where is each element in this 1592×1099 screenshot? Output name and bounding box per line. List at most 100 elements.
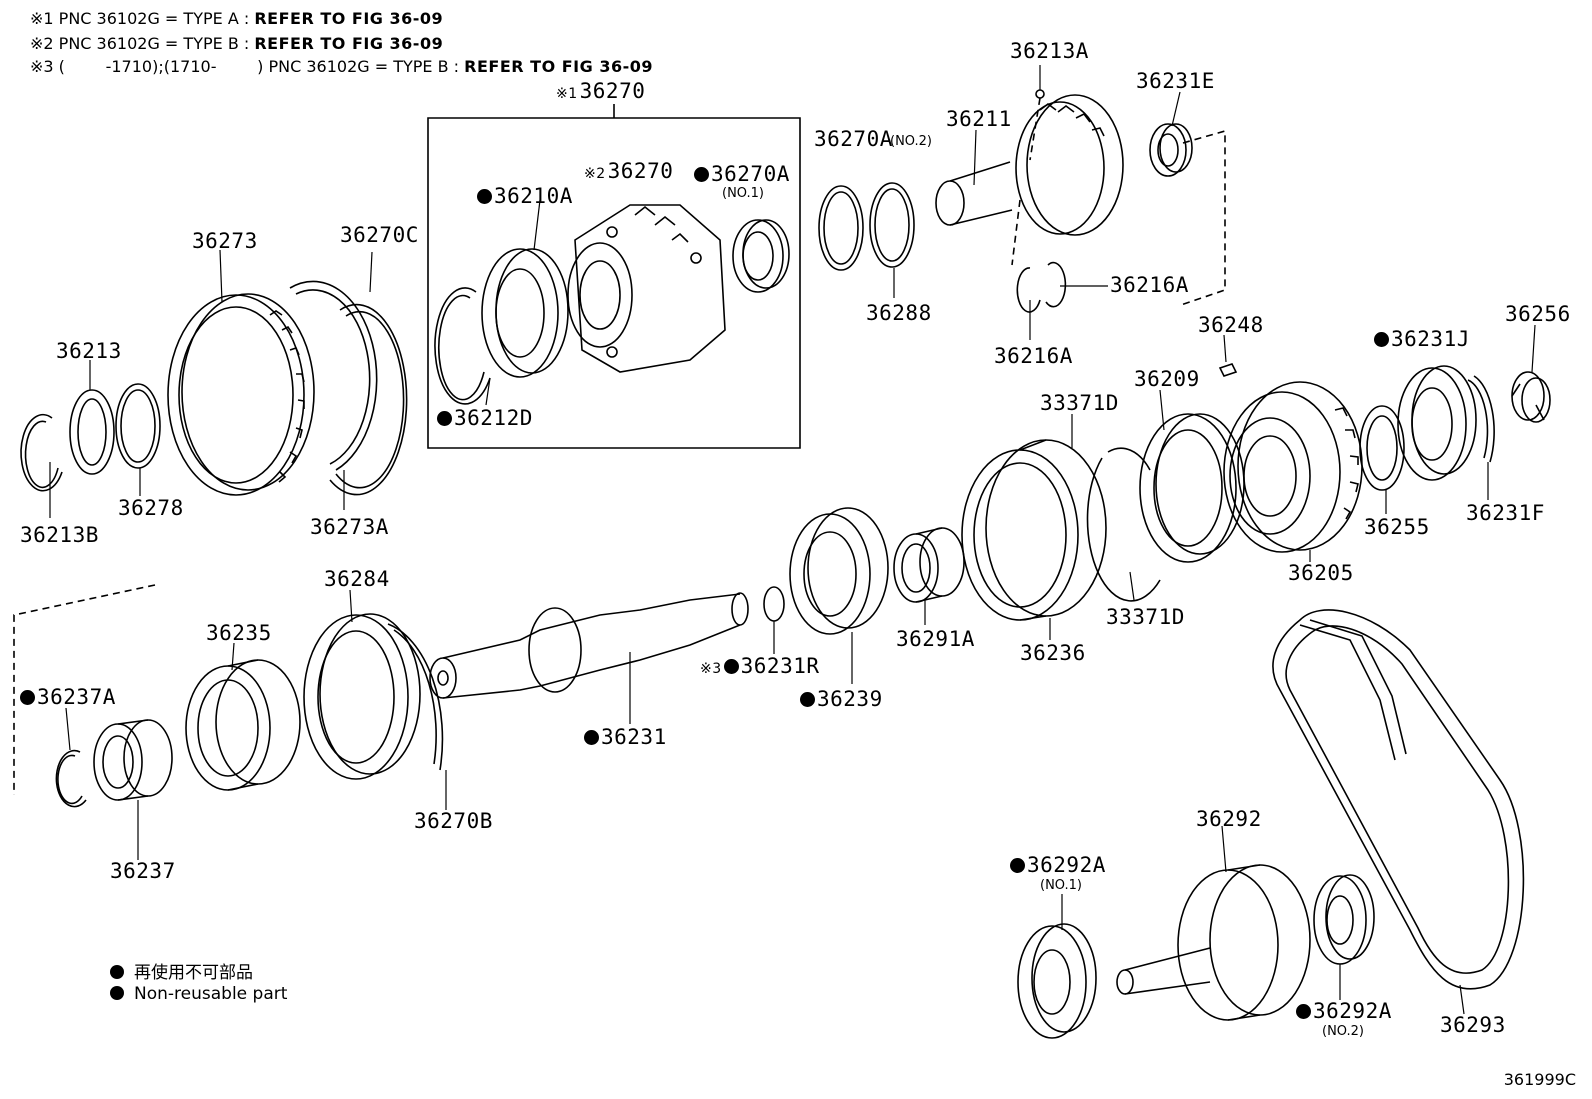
snap-ring-36270c <box>330 305 407 495</box>
ring-gear-36273 <box>168 294 314 495</box>
needle-bearing-36237 <box>94 720 172 800</box>
label-36270a-no1[interactable]: 36270A <box>694 163 790 185</box>
snap-rings-33371d <box>1087 448 1160 601</box>
dashed-boundary <box>1181 131 1225 305</box>
non-reusable-dot <box>1296 1004 1311 1019</box>
label-36273a[interactable]: 36273A <box>310 515 389 539</box>
label-36209[interactable]: 36209 <box>1134 367 1200 391</box>
label-36216a-bottom[interactable]: 36216A <box>994 344 1073 368</box>
planet-carrier-36270 <box>568 205 725 372</box>
sleeve-36236 <box>962 440 1106 620</box>
label-36239[interactable]: 36239 <box>800 688 883 710</box>
non-reusable-dot <box>437 411 452 426</box>
bearing-36210a <box>482 249 568 377</box>
snap-ring-36231f <box>1468 376 1494 462</box>
non-reusable-dot <box>20 690 35 705</box>
needle-bearing-36231e <box>1150 124 1192 176</box>
label-36284[interactable]: 36284 <box>324 567 390 591</box>
label-36205[interactable]: 36205 <box>1288 561 1354 585</box>
chain-36293 <box>1273 610 1523 989</box>
legend-dot <box>110 965 124 979</box>
sublabel-no1: (NO.1) <box>1040 878 1082 893</box>
label-36270-kit[interactable]: ※136270 <box>556 79 646 103</box>
bearing-36292a-no2 <box>1314 875 1374 964</box>
note-2: ※2 PNC 36102G = TYPE B : REFER TO FIG 36… <box>30 34 444 53</box>
label-36211[interactable]: 36211 <box>946 107 1012 131</box>
label-36292[interactable]: 36292 <box>1196 807 1262 831</box>
label-36237a[interactable]: 36237A <box>20 686 116 708</box>
label-36288[interactable]: 36288 <box>866 301 932 325</box>
non-reusable-dot <box>694 167 709 182</box>
non-reusable-dot <box>1374 332 1389 347</box>
note-3: ※3 ( -1710);(1710- ) PNC 36102G = TYPE B… <box>30 57 653 76</box>
label-36270a-no2[interactable]: 36270A <box>814 127 893 151</box>
label-36231j[interactable]: 36231J <box>1374 328 1470 350</box>
label-33371d-bottom[interactable]: 33371D <box>1106 605 1185 629</box>
legend-japanese: 再使用不可部品 <box>110 958 253 983</box>
label-36237[interactable]: 36237 <box>110 859 176 883</box>
sprocket-36292 <box>1117 865 1310 1020</box>
hub-36235 <box>186 660 300 790</box>
snap-ring-36212d <box>435 288 490 404</box>
label-36213b[interactable]: 36213B <box>20 523 99 547</box>
needle-bearing-36291a <box>894 528 964 602</box>
label-36270c[interactable]: 36270C <box>340 223 419 247</box>
washer-36213 <box>70 390 114 474</box>
label-36216a-right[interactable]: 36216A <box>1110 273 1189 297</box>
label-36256[interactable]: 36256 <box>1505 302 1571 326</box>
bushing-36256 <box>1512 372 1550 422</box>
label-36292a-no1[interactable]: 36292A <box>1010 854 1106 876</box>
label-36248[interactable]: 36248 <box>1198 313 1264 337</box>
gear-36284 <box>304 614 420 779</box>
label-36293[interactable]: 36293 <box>1440 1013 1506 1037</box>
label-36213a[interactable]: 36213A <box>1010 39 1089 63</box>
main-shaft-36231 <box>430 593 748 698</box>
non-reusable-dot <box>800 692 815 707</box>
label-33371d-top[interactable]: 33371D <box>1040 391 1119 415</box>
legend-dot <box>110 986 124 1000</box>
leader-dot <box>1036 90 1044 98</box>
synchro-ring-36209 <box>1140 414 1244 562</box>
label-36212d[interactable]: 36212D <box>437 407 533 429</box>
label-36210a[interactable]: 36210A <box>477 185 573 207</box>
key-36248 <box>1220 364 1236 376</box>
needle-bearing-36270a-no1 <box>733 220 789 292</box>
bearing-36231j <box>1398 366 1476 480</box>
non-reusable-dot <box>584 730 599 745</box>
dashed-axis <box>1030 98 1040 160</box>
legend-english: Non-reusable part <box>110 984 287 1004</box>
snap-ring-36273a <box>290 281 377 470</box>
gear-shaft-36211 <box>936 95 1123 235</box>
non-reusable-dot <box>477 189 492 204</box>
label-36273[interactable]: 36273 <box>192 229 258 253</box>
label-36255[interactable]: 36255 <box>1364 515 1430 539</box>
label-36278[interactable]: 36278 <box>118 496 184 520</box>
dashed-axis <box>1012 200 1020 265</box>
label-36213[interactable]: 36213 <box>56 339 122 363</box>
label-36231f[interactable]: 36231F <box>1466 501 1545 525</box>
note-1: ※1 PNC 36102G = TYPE A : REFER TO FIG 36… <box>30 9 444 28</box>
figure-code: 361999C <box>1503 1070 1576 1089</box>
label-36231e[interactable]: 36231E <box>1136 69 1215 93</box>
label-36236[interactable]: 36236 <box>1020 641 1086 665</box>
label-36270b[interactable]: 36270B <box>414 809 493 833</box>
gear-36205 <box>1224 382 1362 552</box>
label-36292a-no2[interactable]: 36292A <box>1296 1000 1392 1022</box>
non-reusable-dot <box>723 659 739 674</box>
sublabel-no1: (NO.1) <box>722 186 764 201</box>
sublabel-no2: (NO.2) <box>890 134 932 149</box>
o-ring-36231r <box>764 587 784 621</box>
snap-ring-36213b <box>21 415 62 491</box>
label-36235[interactable]: 36235 <box>206 621 272 645</box>
gear-36239 <box>790 508 888 634</box>
ring-36255 <box>1360 406 1404 490</box>
label-36291a[interactable]: 36291A <box>896 627 975 651</box>
ring-36278 <box>116 384 160 468</box>
bearing-36292a-no1 <box>1018 924 1096 1038</box>
label-36231[interactable]: 36231 <box>584 726 667 748</box>
label-36270-carrier[interactable]: ※236270 <box>584 159 674 183</box>
leader-lines <box>50 65 1535 1014</box>
clips-36216a <box>1017 263 1065 312</box>
